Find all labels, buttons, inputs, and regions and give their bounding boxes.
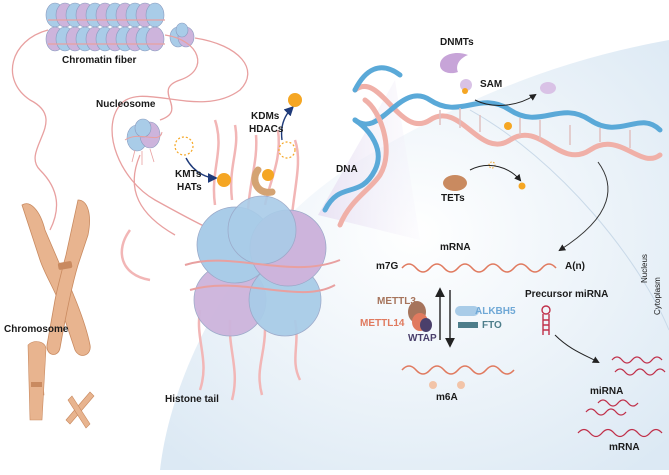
label-m7g: m7G — [376, 261, 399, 272]
nucleosome-large — [184, 195, 341, 337]
label-precursor-mirna: Precursor miRNA — [525, 289, 609, 300]
label-mrna-top: mRNA — [440, 242, 471, 253]
label-mrna-bottom: mRNA — [609, 442, 640, 453]
label-fto: FTO — [482, 320, 502, 331]
eraser-complex — [455, 306, 479, 328]
m6a-mark-1 — [429, 381, 437, 389]
enzyme-kdms — [251, 93, 302, 196]
methyl-mark-1 — [504, 122, 512, 130]
label-mettl14: METTL14 — [360, 318, 405, 329]
precursor-mirna-hairpin — [541, 305, 551, 335]
label-hats: HATs — [177, 182, 202, 193]
tets-enzyme — [443, 165, 526, 191]
label-mirna: miRNA — [590, 386, 624, 397]
small-nucleosome-cluster — [169, 22, 195, 48]
mrna-top-strand — [401, 263, 557, 273]
chromosome-large — [21, 199, 91, 356]
nucleus-to-cytoplasm-arrow — [558, 161, 609, 252]
label-histone-tail: Histone tail — [165, 394, 219, 405]
nucleus-boundary — [469, 109, 669, 331]
label-mettl3: METTL3 — [377, 296, 416, 307]
label-polya: A(n) — [565, 261, 585, 272]
label-chromosome: Chromosome — [4, 324, 69, 335]
writer-complex — [408, 301, 432, 332]
label-kdms: KDMs — [251, 111, 280, 122]
enzyme-kmts — [174, 136, 231, 187]
mirna-strands — [585, 356, 666, 416]
dna-helix — [322, 65, 663, 228]
nucleus-region — [160, 40, 669, 470]
label-wtap: WTAP — [408, 333, 437, 344]
label-hdacs: HDACs — [249, 124, 284, 135]
mrna-cytoplasm-strand — [577, 428, 663, 438]
chromosome-small-1 — [27, 341, 47, 421]
chromatin-strand — [11, 29, 251, 246]
dnmts-enzyme — [440, 53, 556, 106]
label-nucleus: Nucleus — [640, 254, 649, 283]
nucleosome-small — [124, 118, 163, 165]
label-cytoplasm: Cytoplasm — [653, 277, 662, 315]
label-tets: TETs — [441, 193, 465, 204]
dna-base-pairs — [439, 108, 631, 148]
label-kmts: KMTs — [175, 169, 202, 180]
label-chromatin-fiber: Chromatin fiber — [62, 55, 137, 66]
m6a-mark-2 — [457, 381, 465, 389]
label-dna: DNA — [336, 164, 358, 175]
precursor-to-mirna-arrow — [554, 334, 600, 363]
label-sam: SAM — [480, 79, 503, 90]
zoom-cone — [318, 80, 420, 240]
label-alkbh5: ALKBH5 — [475, 306, 516, 317]
chromosome-small-2 — [65, 391, 95, 429]
label-m6a: m6A — [436, 392, 458, 403]
mrna-m6a-strand — [401, 365, 515, 375]
label-nucleosome: Nucleosome — [96, 99, 156, 110]
chromatin-fiber — [45, 2, 195, 52]
label-dnmts: DNMTs — [440, 37, 474, 48]
